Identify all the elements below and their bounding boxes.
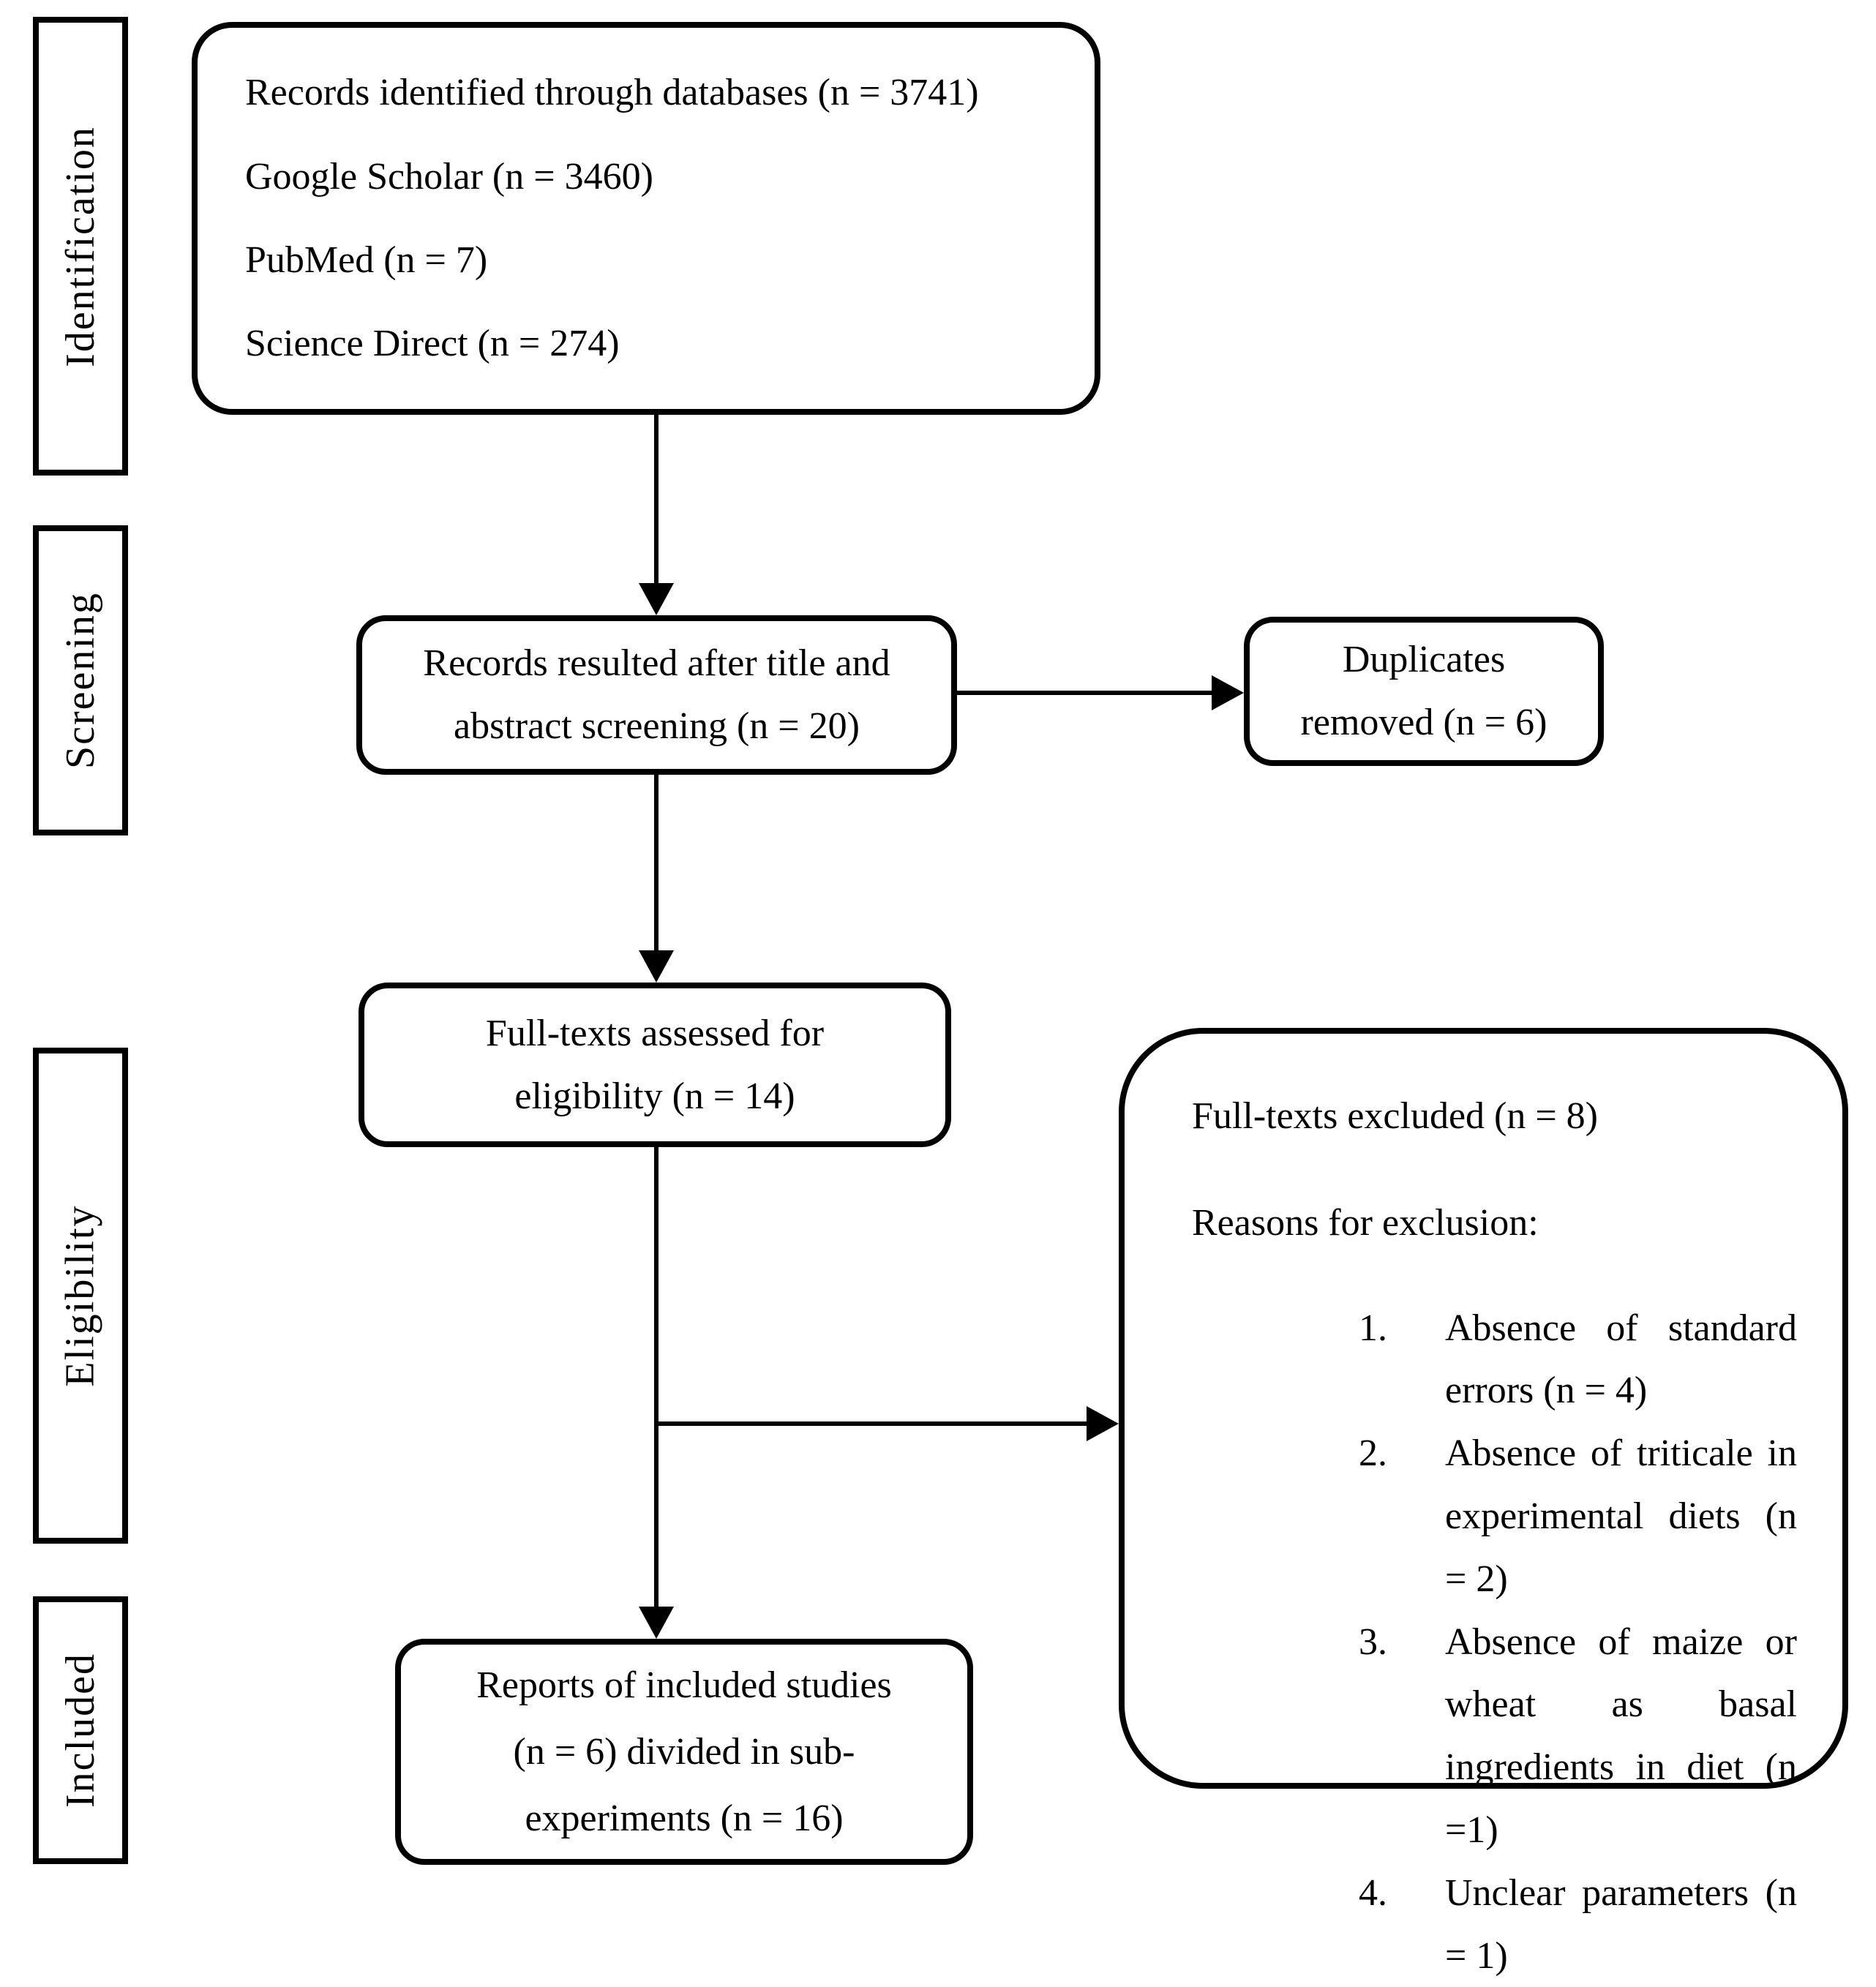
google-scholar-line: Google Scholar (n = 3460)	[245, 155, 653, 198]
stage-box-eligibility: Eligibility	[33, 1048, 128, 1544]
arrow-identified-to-screening	[639, 412, 674, 615]
arrow-screening-to-duplicates	[954, 675, 1244, 710]
title-abstract-line-2: abstract screening (n = 20)	[454, 705, 860, 747]
title-abstract-line-1: Records resulted after title and	[423, 642, 890, 685]
fulltexts-line-2: eligibility (n = 14)	[514, 1075, 795, 1117]
stage-box-identification: Identification	[33, 17, 128, 476]
science-direct-line: Science Direct (n = 274)	[245, 322, 620, 364]
reports-line-3: experiments (n = 16)	[525, 1798, 844, 1839]
prisma-flow-diagram: Identification Screening Eligibility Inc…	[33, 17, 1848, 1977]
reason-number: 4.	[1359, 1871, 1387, 1914]
fulltexts-line-1: Full-texts assessed for	[485, 1012, 825, 1054]
stage-label-eligibility: Eligibility	[58, 1204, 103, 1387]
exclusion-reason-item: 1. Absence of standard errors (n = 4)	[1359, 1297, 1797, 1423]
reason-number: 2.	[1359, 1432, 1387, 1475]
title-abstract-screening-box: Records resulted after title and abstrac…	[356, 615, 957, 775]
reports-line-2: (n = 6) divided in sub-	[513, 1731, 855, 1773]
exclusion-reason-item: 3. Absence of maize or wheat as basal in…	[1359, 1611, 1797, 1862]
reason-text: Absence of standard errors (n = 4)	[1445, 1307, 1797, 1412]
stage-label-identification: Identification	[58, 125, 103, 367]
stage-box-screening: Screening	[33, 525, 128, 835]
arrow-branch-to-excluded	[656, 1406, 1119, 1441]
reason-number: 1.	[1359, 1307, 1387, 1349]
stage-label-screening: Screening	[58, 592, 104, 769]
arrow-screening-to-fulltexts	[639, 772, 674, 983]
duplicates-line-2: removed (n = 6)	[1300, 702, 1547, 743]
exclusion-reason-item: 4. Unclear parameters (n = 1)	[1359, 1862, 1797, 1987]
excluded-title: Full-texts excluded (n = 8)	[1192, 1095, 1598, 1137]
reason-text: Absence of triticale in experimental die…	[1445, 1432, 1797, 1600]
exclusion-reason-list: 1. Absence of standard errors (n = 4) 2.…	[1359, 1297, 1797, 1987]
fulltexts-assessed-box: Full-texts assessed for eligibility (n =…	[359, 983, 951, 1147]
records-identified-line: Records identified through databases (n …	[245, 72, 979, 114]
duplicates-removed-box: Duplicates removed (n = 6)	[1244, 617, 1604, 766]
reason-number: 3.	[1359, 1620, 1387, 1663]
reports-included-box: Reports of included studies (n = 6) divi…	[395, 1639, 973, 1865]
exclusion-reason-item: 2. Absence of triticale in experimental …	[1359, 1422, 1797, 1610]
stage-box-included: Included	[33, 1596, 128, 1864]
reason-text: Unclear parameters (n = 1)	[1445, 1871, 1797, 1977]
reason-text: Absence of maize or wheat as basal ingre…	[1445, 1620, 1797, 1851]
arrow-fulltexts-to-reports	[639, 1144, 674, 1639]
reports-line-1: Reports of included studies	[476, 1664, 892, 1706]
excluded-subtitle: Reasons for exclusion:	[1192, 1201, 1539, 1244]
duplicates-line-1: Duplicates	[1342, 639, 1506, 681]
fulltexts-excluded-box: Full-texts excluded (n = 8) Reasons for …	[1119, 1028, 1848, 1977]
stage-label-included: Included	[58, 1653, 104, 1808]
pubmed-line: PubMed (n = 7)	[245, 238, 488, 281]
records-identified-box: Records identified through databases (n …	[192, 22, 1100, 415]
